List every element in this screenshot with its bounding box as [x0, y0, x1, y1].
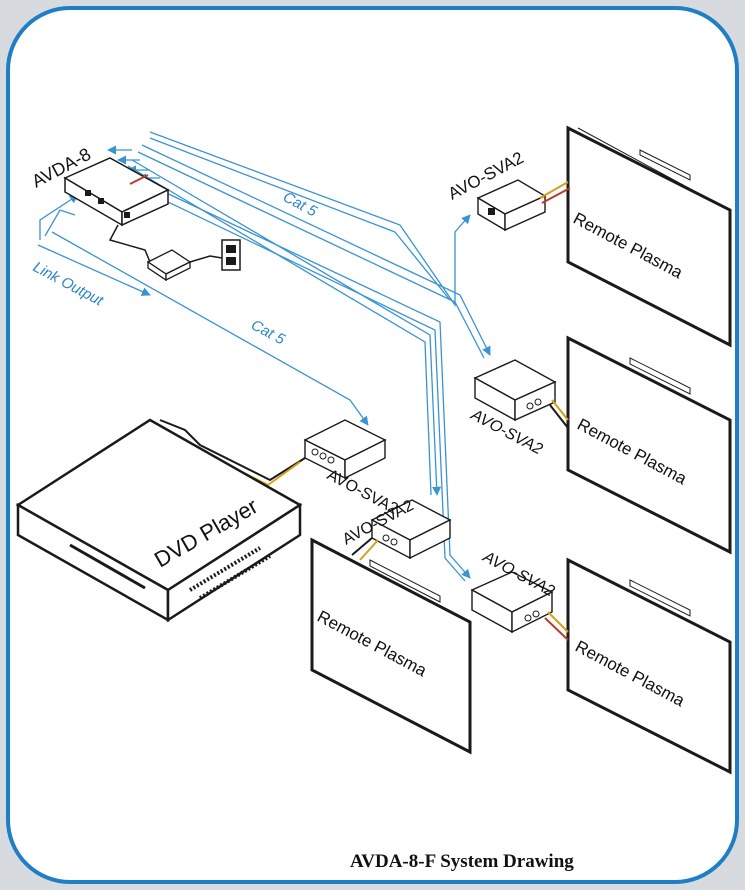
- cable-to-bottom-receiver: [121, 171, 471, 579]
- receiver-mid-right: [473, 359, 569, 429]
- plasma-mid: [566, 335, 732, 555]
- cable-to-mid-receiver: [141, 144, 491, 356]
- receiver-top: [476, 179, 571, 232]
- receiver-center: [351, 499, 452, 561]
- cable-to-center-receiver-2: [127, 165, 432, 496]
- cable-to-dvd-receiver: [51, 231, 369, 426]
- link-input-cable: [39, 194, 79, 240]
- link-output-cable: [37, 244, 151, 296]
- plasma-bottom-center: [310, 537, 472, 755]
- receiver-bottom-right: [470, 571, 569, 641]
- cable-to-top-receiver: [149, 131, 471, 308]
- cable-to-mid-receiver-2: [137, 151, 485, 359]
- cable-to-center-receiver: [131, 159, 442, 496]
- avda-8-hub: [63, 157, 170, 227]
- plasma-top: [566, 125, 732, 348]
- cable-to-top-receiver-2: [149, 137, 451, 301]
- dvd-player: [15, 418, 303, 623]
- cable-to-bottom-receiver-2: [117, 177, 466, 582]
- power-adapter-icon: [108, 224, 223, 282]
- cat5-cables: [37, 131, 491, 582]
- plasma-bottom-right: [566, 557, 732, 775]
- wall-outlet-icon: [221, 239, 241, 271]
- drawing-title: AVDA-8-F System Drawing: [350, 851, 574, 872]
